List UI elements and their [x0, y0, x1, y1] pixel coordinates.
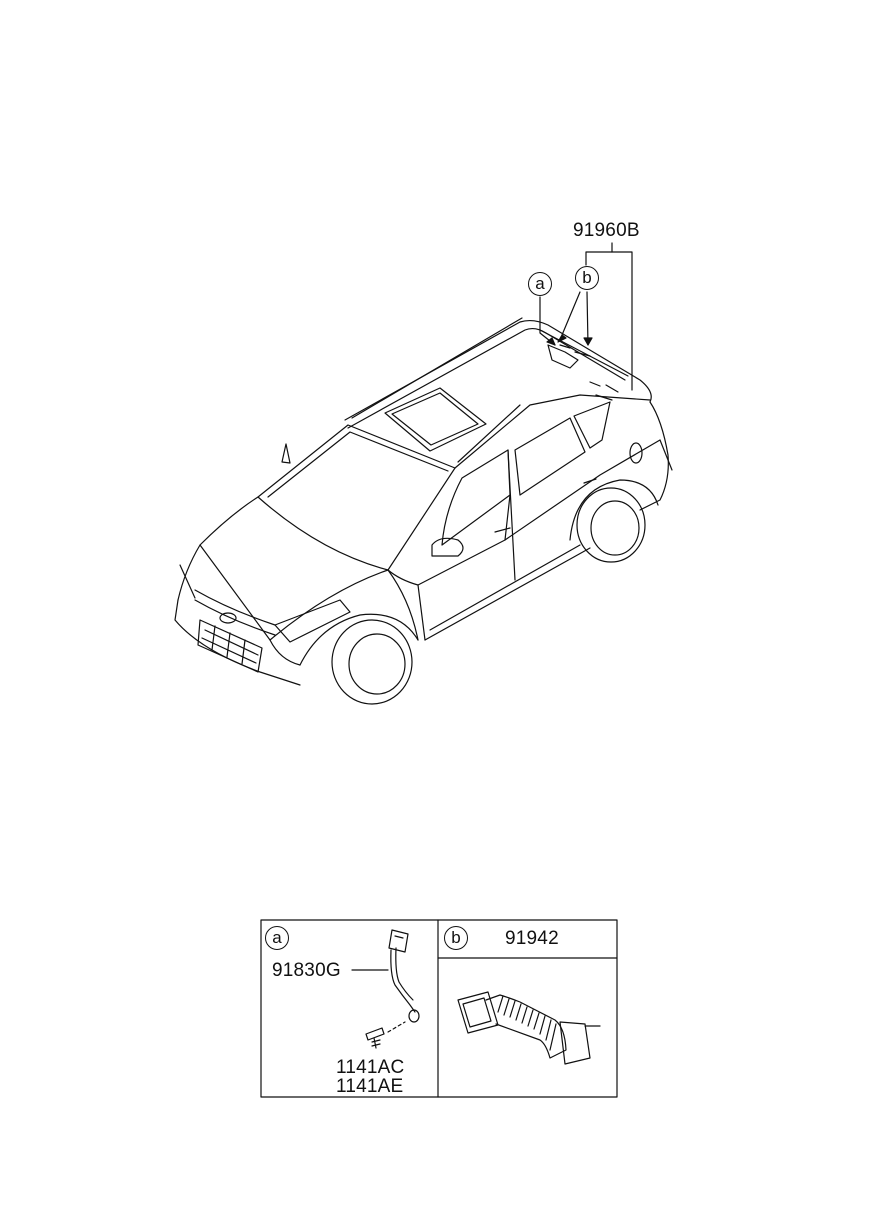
hood [199, 496, 389, 641]
part-number-1141ae: 1141AE [336, 1076, 404, 1097]
car-illustration [174, 317, 673, 705]
sunroof [384, 387, 487, 452]
rear-wheel [576, 487, 646, 563]
detail-a-ref-circle: a [265, 926, 289, 950]
grommet-drawing [457, 991, 601, 1065]
front-side-window [441, 449, 511, 546]
wiring-connector-drawing [351, 929, 420, 1033]
callout-leaders [539, 242, 633, 391]
brand-emblem [219, 612, 237, 624]
ref-circle-b: b [575, 266, 599, 290]
part-number-91830g: 91830G [272, 960, 341, 981]
detail-box [260, 919, 618, 1098]
front-wheel [331, 619, 413, 705]
side-mirror [431, 537, 464, 557]
part-number-91960b: 91960B [573, 220, 640, 241]
ref-circle-a: a [528, 272, 552, 296]
screw-drawing [365, 1027, 385, 1049]
part-number-91942: 91942 [505, 928, 559, 949]
front-grille [197, 619, 263, 673]
detail-b-ref-circle: b [444, 926, 468, 950]
headlight [274, 599, 351, 643]
rear-side-window [514, 417, 586, 496]
part-number-1141ac: 1141AC [336, 1057, 405, 1078]
